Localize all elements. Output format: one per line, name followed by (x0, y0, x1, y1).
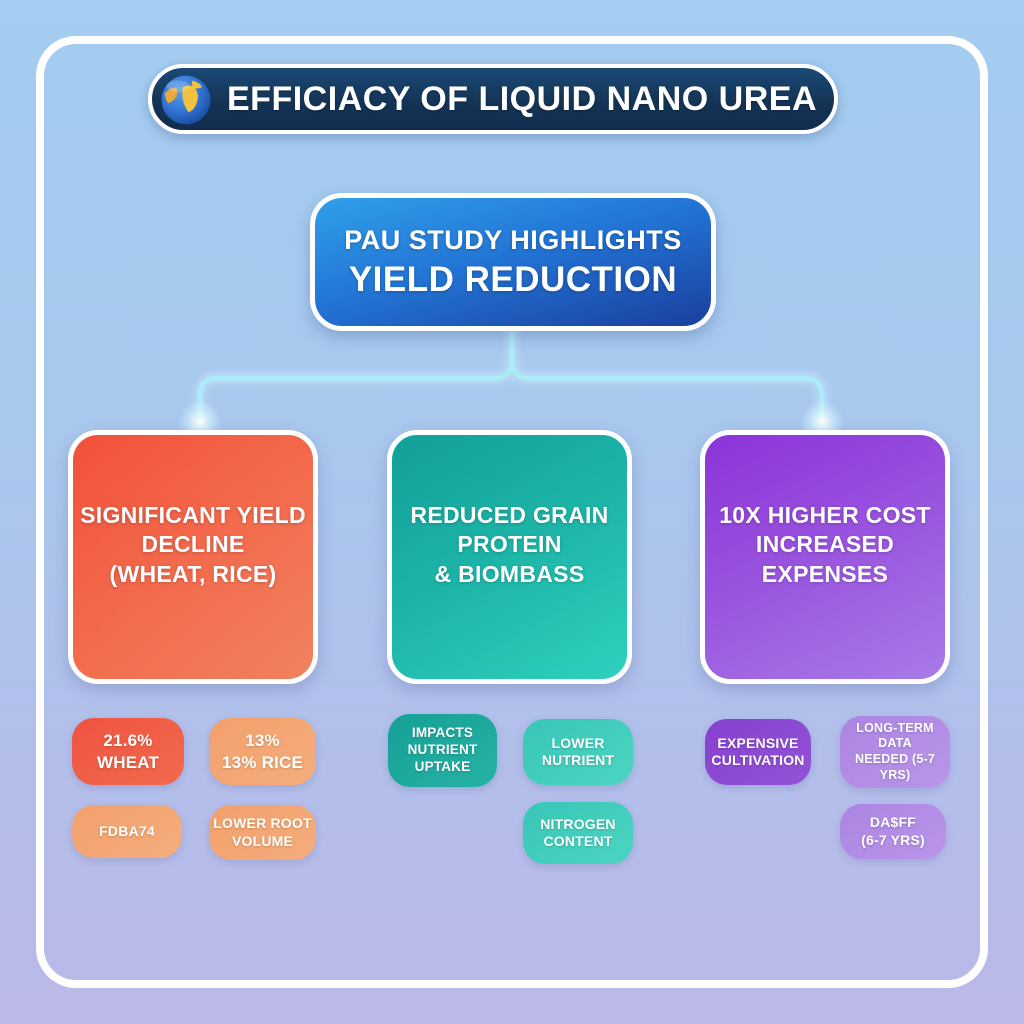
chip-dasff: DA$FF (6-7 YRS) (840, 804, 946, 859)
root-subtitle: PAU STUDY HIGHLIGHTS (344, 224, 682, 255)
branch-yield-decline: SIGNIFICANT YIELD DECLINE (WHEAT, RICE) (68, 430, 318, 684)
branch-grain-protein: REDUCED GRAIN PROTEIN & BIOMBASS (387, 430, 632, 684)
page-title: EFFICIACY OF LIQUID NANO UREA (227, 79, 817, 118)
chip-wheat-loss: 21.6% WHEAT (72, 718, 184, 785)
root-node: PAU STUDY HIGHLIGHTS YIELD REDUCTION (310, 193, 716, 331)
globe-icon (160, 74, 212, 126)
chip-lower-root-volume: LOWER ROOT VOLUME (209, 805, 316, 860)
chip-impacts-nutrient-uptake: IMPACTS NUTRIENT UPTAKE (388, 714, 497, 787)
chip-lower-nutrient: LOWER NUTRIENT (523, 719, 633, 785)
chip-expensive-cultivation: EXPENSIVE CULTIVATION (705, 719, 811, 785)
chip-nitrogen-content: NITROGEN CONTENT (523, 802, 633, 864)
root-title: YIELD REDUCTION (348, 259, 678, 299)
header-banner: EFFICIACY OF LIQUID NANO UREA (148, 64, 838, 134)
chip-long-term-data: LONG-TERM DATA NEEDED (5-7 YRS) (840, 716, 950, 788)
chip-rice-loss: 13% 13% RICE (209, 718, 316, 785)
chip-fdba74: FDBA74 (72, 805, 182, 858)
branch-higher-cost: 10X HIGHER COST INCREASED EXPENSES (700, 430, 950, 684)
